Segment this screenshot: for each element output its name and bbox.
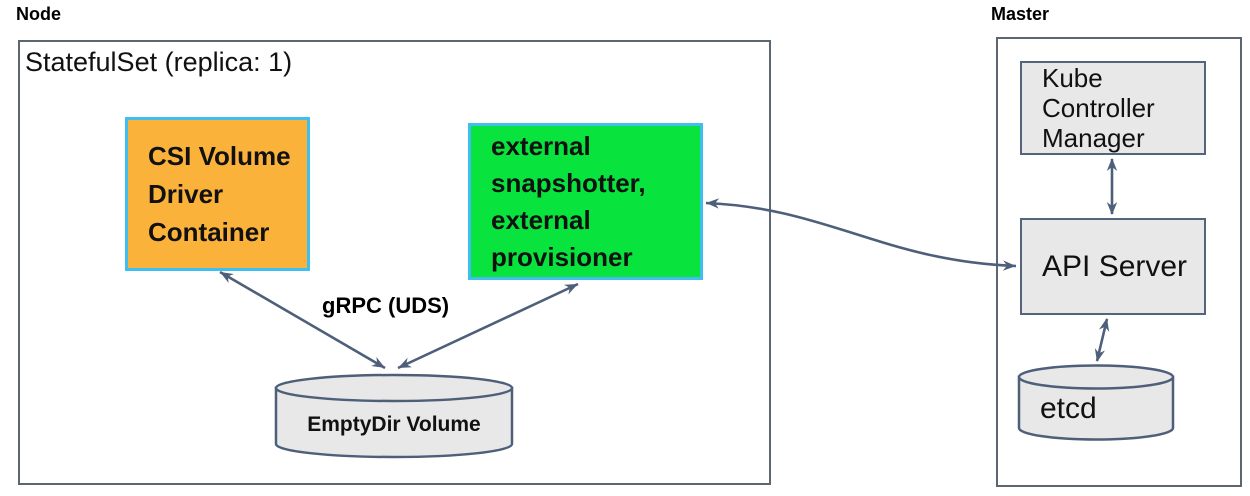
csi-volume-driver-container-box: CSI Volume Driver Container: [125, 117, 310, 271]
sidecar-box-label-line: provisioner: [491, 241, 633, 272]
csi-box-label-line: Driver: [148, 179, 224, 209]
grpc-uds-label: gRPC (UDS): [322, 293, 450, 318]
api-server-label: API Server: [1042, 249, 1188, 283]
master-group-label: Master: [991, 4, 1050, 24]
csi-box-label-line: CSI Volume: [148, 141, 291, 171]
node-group-label: Node: [16, 4, 61, 24]
csi-box-label-line: Container: [148, 217, 270, 247]
sidecar-box-label-line: external: [491, 130, 591, 161]
kcm-label-line: Kube: [1042, 63, 1103, 93]
external-snapshotter-provisioner-box: external snapshotter, external provision…: [468, 123, 703, 280]
kcm-label-line: Controller: [1042, 93, 1155, 123]
kube-controller-manager-box: Kube Controller Manager: [1020, 61, 1206, 155]
sidecar-box-label-line: snapshotter,: [491, 167, 646, 198]
api-server-box: API Server: [1020, 218, 1206, 315]
sidecar-box-label-line: external: [491, 204, 591, 235]
statefulset-title: StatefulSet (replica: 1): [25, 47, 293, 77]
kcm-label-line: Manager: [1042, 123, 1145, 153]
